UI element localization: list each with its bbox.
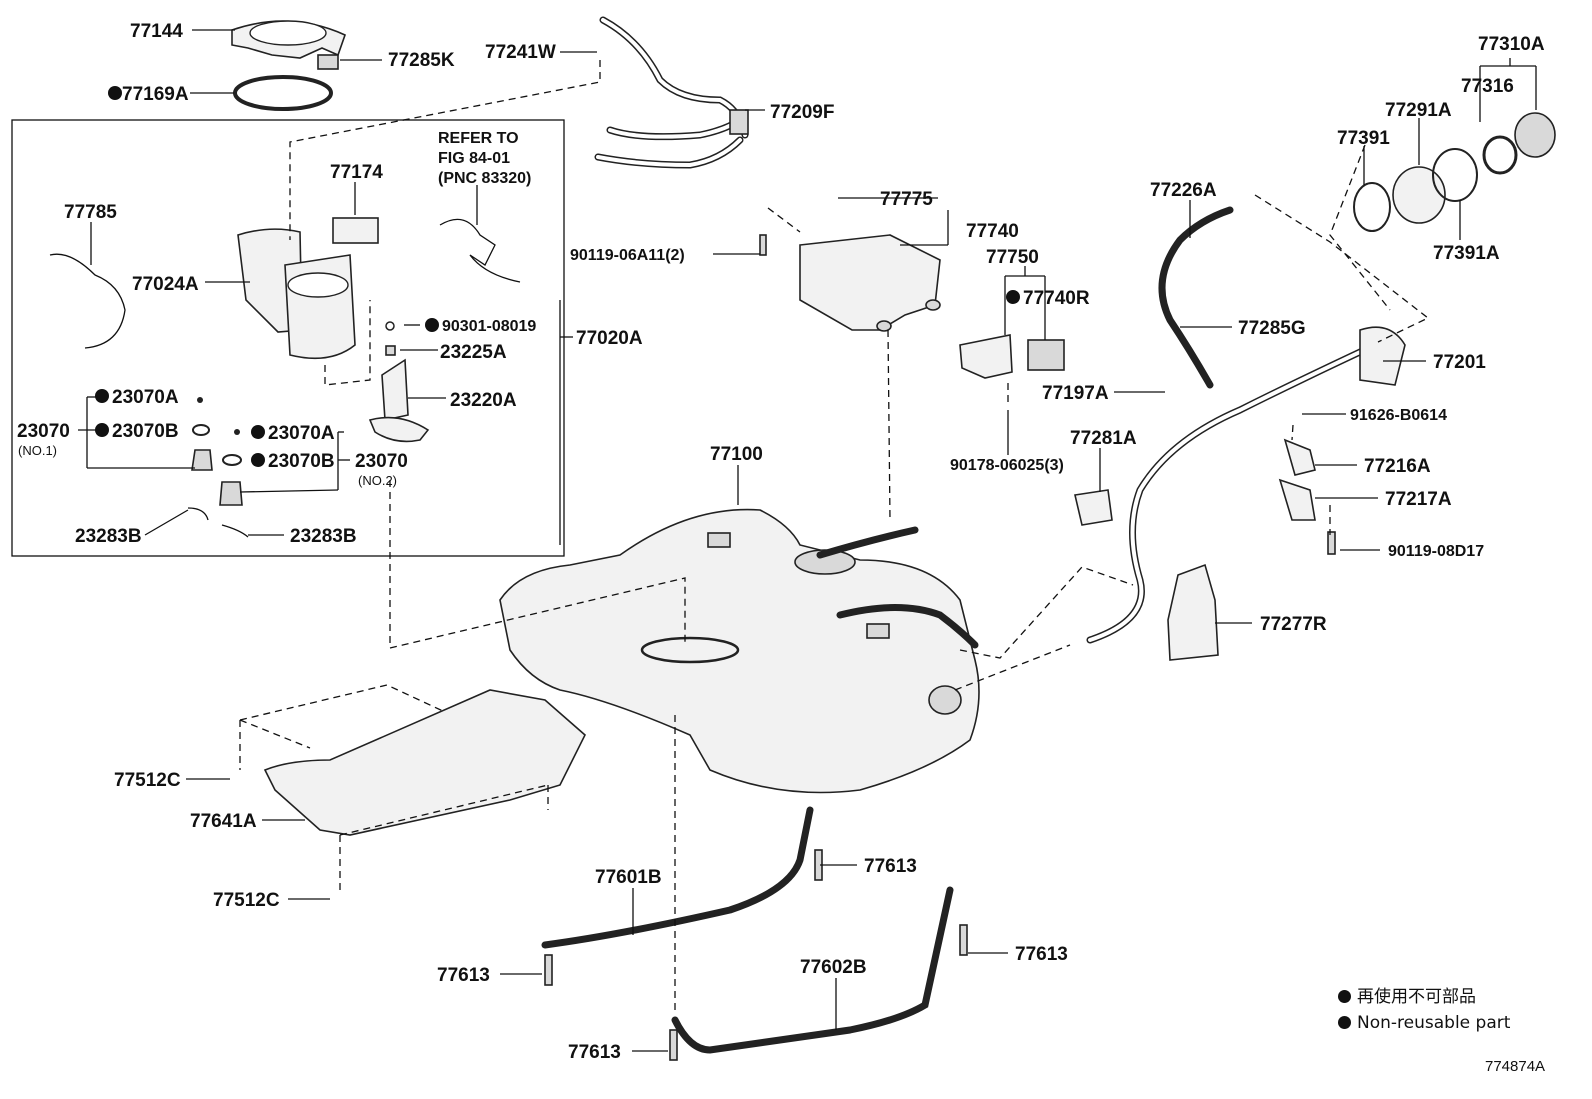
retainer-ring-shape — [231, 20, 346, 59]
label-77020A: 77020A — [576, 328, 643, 349]
oring-23070A-2 — [234, 429, 240, 435]
label-77291A: 77291A — [1385, 100, 1452, 121]
legend-row-jp: 再使用不可部品 — [1338, 984, 1510, 1010]
filler-pipe-shape — [1086, 326, 1406, 644]
hose-77209F-shape — [594, 16, 749, 169]
label-77602B: 77602B — [800, 957, 867, 978]
filler-cap-shape — [1353, 112, 1556, 232]
label-91626-B0614: 91626-B0614 — [1350, 407, 1447, 424]
label-90178-06025: 90178-06025(3) — [950, 457, 1064, 474]
gasket-shape — [233, 75, 333, 111]
label-77209F: 77209F — [770, 102, 834, 123]
label-77169A: 77169A — [122, 84, 189, 105]
dashed-lines — [239, 60, 1430, 1015]
refer-line-3: (PNC 83320) — [438, 170, 531, 187]
refer-line-1: REFER TO — [438, 130, 519, 147]
clip-shape — [317, 54, 339, 70]
label-77216A: 77216A — [1364, 456, 1431, 477]
label-77512C-1: 77512C — [114, 770, 181, 791]
label-23070B-2: 23070B — [268, 451, 335, 472]
label-77217A: 77217A — [1385, 489, 1452, 510]
legend-en-text: Non-reusable part — [1357, 1013, 1511, 1033]
sender-shape — [439, 218, 521, 283]
nonreusable-dot-icon — [1338, 1016, 1351, 1029]
label-77391: 77391 — [1337, 128, 1390, 149]
label-no1: (NO.1) — [18, 443, 57, 458]
label-77785: 77785 — [64, 202, 117, 223]
label-77613-1: 77613 — [864, 856, 917, 877]
filter-shape — [368, 358, 430, 443]
label-77613-3: 77613 — [1015, 944, 1068, 965]
oring-23070A-1 — [197, 397, 203, 403]
label-23283B-2: 23283B — [290, 526, 357, 547]
protector-shape — [1167, 563, 1219, 661]
label-77285G: 77285G — [1238, 318, 1306, 339]
strap-77602B-shape — [671, 886, 954, 1054]
label-77740R: 77740R — [1023, 288, 1090, 309]
label-77740: 77740 — [966, 221, 1019, 242]
cushion-23225A — [385, 345, 396, 356]
canister-shape — [799, 234, 941, 332]
label-77641A: 77641A — [190, 811, 257, 832]
label-23070-no1: 23070 — [17, 421, 70, 442]
label-77775: 77775 — [880, 189, 933, 210]
label-77310A: 77310A — [1478, 34, 1545, 55]
oring-23070B-1 — [192, 424, 210, 436]
label-77201: 77201 — [1433, 352, 1486, 373]
label-23220A: 23220A — [450, 390, 517, 411]
regulator-no1-shape — [191, 449, 213, 471]
label-77174: 77174 — [330, 162, 383, 183]
clip-23283B-2 — [221, 524, 249, 538]
harness-shape — [49, 253, 126, 349]
label-77391A: 77391A — [1433, 243, 1500, 264]
label-77241W: 77241W — [485, 42, 556, 63]
bolt-90301 — [385, 321, 395, 331]
label-77285K: 77285K — [388, 50, 455, 71]
label-23283B-1: 23283B — [75, 526, 142, 547]
label-77613-4: 77613 — [568, 1042, 621, 1063]
label-77601B: 77601B — [595, 867, 662, 888]
refer-line-2: FIG 84-01 — [438, 150, 510, 167]
valve-shape — [959, 334, 1065, 379]
label-77750: 77750 — [986, 247, 1039, 268]
label-77512C-2: 77512C — [213, 890, 280, 911]
label-77277R: 77277R — [1260, 614, 1327, 635]
label-23070A-2: 23070A — [268, 423, 335, 444]
label-no2: (NO.2) — [358, 473, 397, 488]
legend-row-en: Non-reusable part — [1338, 1010, 1510, 1036]
label-77197A: 77197A — [1042, 383, 1109, 404]
label-77100: 77100 — [710, 444, 763, 465]
oring-23070B-2 — [222, 454, 242, 466]
pump-assembly-box — [11, 119, 565, 557]
bracket-shape — [1278, 438, 1316, 521]
legend: 再使用不可部品 Non-reusable part — [1338, 984, 1510, 1036]
label-77613-2: 77613 — [437, 965, 490, 986]
strap-77601B-shape — [541, 806, 814, 949]
figure-number: 774874A — [1485, 1058, 1546, 1075]
label-23070-no2: 23070 — [355, 451, 408, 472]
label-77024A: 77024A — [132, 274, 199, 295]
label-90119-06A11: 90119-06A11(2) — [570, 247, 685, 264]
label-77144: 77144 — [130, 21, 183, 42]
label-77226A: 77226A — [1150, 180, 1217, 201]
breather-pipe-shape — [1158, 206, 1234, 389]
fuel-pump-module-shape — [237, 217, 379, 360]
legend-jp-text: 再使用不可部品 — [1357, 987, 1476, 1007]
label-77281A: 77281A — [1070, 428, 1137, 449]
fuel-tank-shape — [499, 508, 980, 794]
regulator-no2-shape — [219, 481, 243, 506]
label-90301-08019: 90301-08019 — [442, 318, 536, 335]
nonreusable-dot-icon — [1338, 990, 1351, 1003]
label-90119-08D17: 90119-08D17 — [1388, 543, 1484, 560]
label-23070B-1: 23070B — [112, 421, 179, 442]
tank-protector-shape — [263, 689, 586, 836]
nonreusable-markers — [95, 86, 1020, 467]
label-23225A: 23225A — [440, 342, 507, 363]
label-23070A-1: 23070A — [112, 387, 179, 408]
clamp-shape — [1074, 489, 1113, 526]
label-77316: 77316 — [1461, 76, 1514, 97]
leader-lines — [78, 29, 1537, 1052]
clip-23283B-1 — [187, 507, 209, 521]
